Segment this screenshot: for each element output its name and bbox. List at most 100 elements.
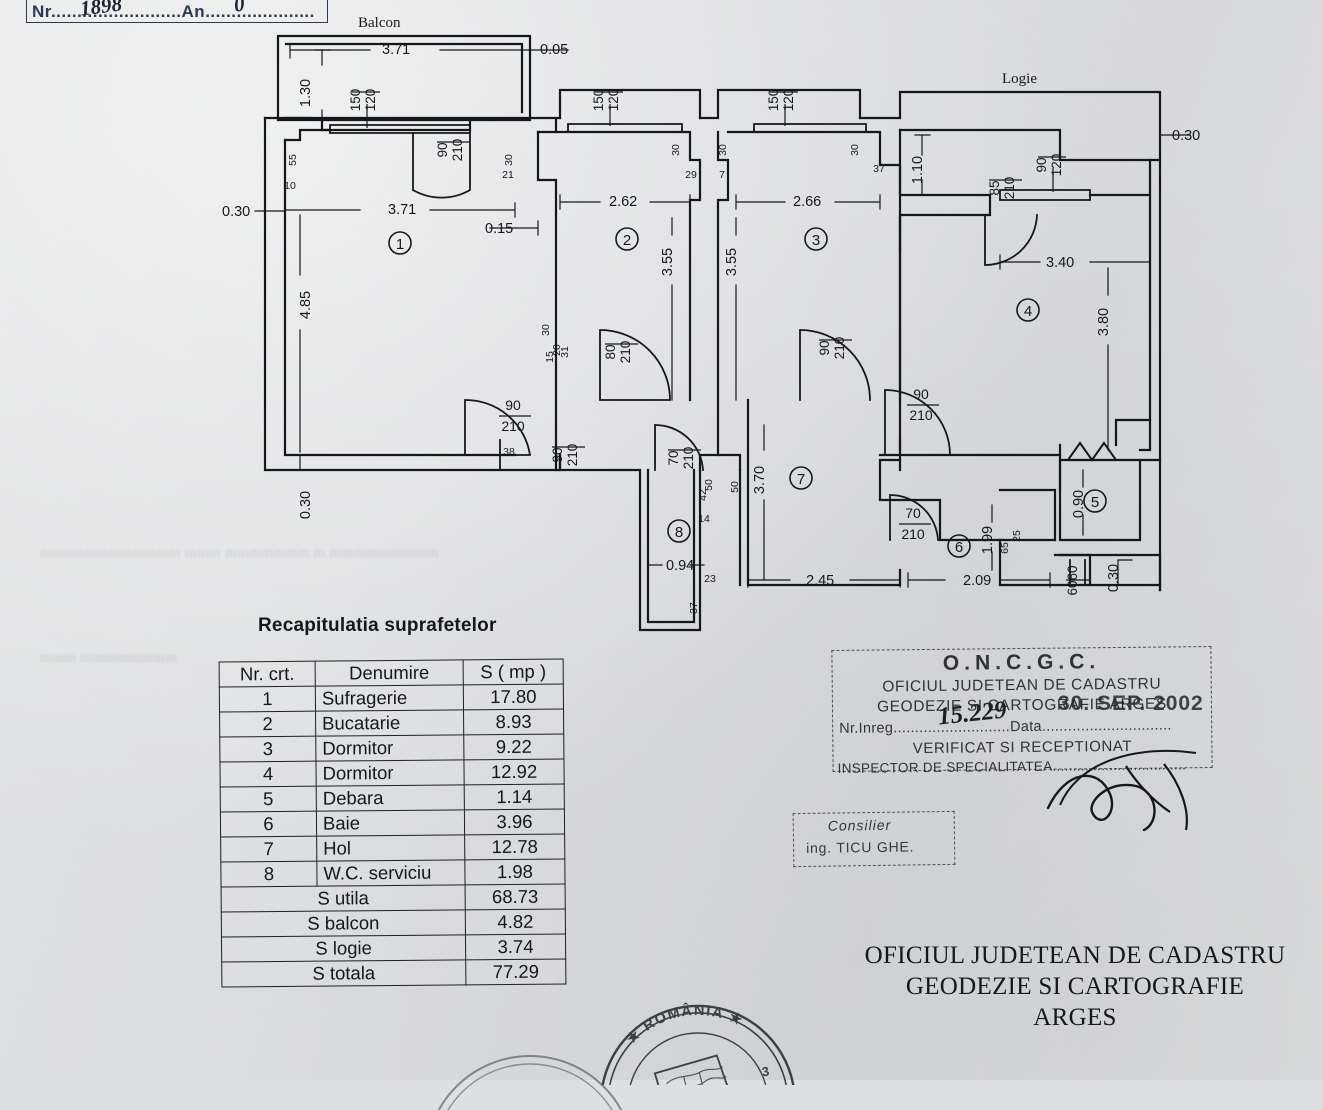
dim-room3-width: 2.66 (793, 194, 821, 210)
svg-text:210: 210 (1002, 177, 1017, 200)
label-balcon: Balcon (358, 15, 401, 31)
dim-room2-width: 2.62 (609, 194, 637, 210)
svg-text:4: 4 (1024, 303, 1032, 320)
door-swing-r4 (884, 389, 951, 456)
door-swing-logie (984, 214, 1038, 266)
wall-r2-left (536, 130, 558, 472)
signature (1046, 763, 1188, 832)
svg-text:10: 10 (284, 180, 296, 192)
svg-text:85: 85 (987, 180, 1002, 195)
door-swing-r8 (654, 424, 704, 471)
inner-wall-left (283, 138, 517, 457)
svg-text:2: 2 (623, 232, 631, 249)
dim-room1-height: 4.85 (298, 291, 314, 319)
wall-hall-7 (746, 398, 902, 587)
dim-room4-height: 3.80 (1096, 308, 1112, 336)
cell-name: Hol (316, 834, 465, 862)
svg-text:38: 38 (503, 446, 515, 458)
dim-room6-width: 2.09 (963, 573, 991, 589)
dim-wall-right-bottom: 0.30 (1106, 564, 1122, 592)
cell-nr: 3 (219, 736, 316, 763)
cell-name: W.C. serviciu (316, 859, 466, 887)
door-label-logie: 85 210 (987, 177, 1022, 200)
dim-wall-right-top: 0.30 (1172, 128, 1200, 144)
svg-text:21: 21 (502, 169, 514, 181)
door-swing-r3 (799, 329, 871, 401)
room5-outline (1058, 458, 1142, 542)
dim-room3-height: 3.55 (724, 248, 740, 276)
svg-text:90: 90 (435, 142, 450, 157)
col-header-name: Denumire (315, 659, 464, 687)
svg-text:6: 6 (955, 539, 963, 556)
svg-text:31: 31 (559, 346, 571, 358)
floor-plan-drawing: Balcon Logie 1 2 3 4 5 6 7 8 3.71 0.05 1… (222, 15, 1200, 632)
window-label-r4: 90 120 (1034, 154, 1066, 192)
svg-text:150: 150 (766, 89, 781, 112)
cell-nr: 7 (220, 836, 317, 862)
stamp-handwritten-date: 30. SEP. 2002 (1058, 692, 1204, 715)
cell-name: Baie (316, 809, 465, 837)
svg-text:3: 3 (812, 232, 820, 249)
svg-text:50: 50 (703, 479, 715, 491)
window-r2 (567, 123, 683, 133)
svg-text:42: 42 (697, 489, 709, 501)
round-seal-partial (437, 1055, 623, 1110)
cell-area: 3.96 (464, 808, 565, 835)
dim-room7-width: 2.45 (806, 573, 834, 589)
svg-text:7: 7 (719, 169, 725, 181)
dim-balcony-depth: 1.30 (298, 79, 314, 107)
svg-text:1: 1 (396, 236, 404, 253)
cell-total-area: 77.29 (465, 958, 566, 985)
wall-wc-8 (558, 453, 702, 632)
dim-room8-width: 0.94 (666, 558, 694, 574)
svg-text:210: 210 (901, 526, 925, 542)
recap-title: Recapitulatia suprafetelor (258, 615, 497, 636)
dim-room1-width: 3.71 (388, 202, 416, 218)
svg-text:150: 150 (591, 89, 606, 112)
cell-nr: 6 (220, 811, 317, 838)
cell-total-name: S balcon (221, 909, 466, 937)
svg-text:29: 29 (685, 169, 697, 181)
inner-wc-8 (646, 468, 696, 624)
door-swing-hall-left (464, 399, 532, 456)
cell-total-area: 68.73 (465, 883, 566, 910)
svg-text:60: 60 (1065, 565, 1080, 580)
door-swing-r6 (889, 494, 939, 541)
dim-room4-width: 3.40 (1046, 255, 1074, 271)
footer-line-2: GEODEZIE SI CARTOGRAFIE (905, 973, 1245, 1000)
cell-nr: 2 (219, 711, 316, 738)
cell-total-name: S logie (221, 934, 466, 962)
svg-text:50: 50 (729, 481, 741, 493)
folding-door-r5 (1066, 441, 1118, 462)
door-label-hall-left2: 90 210 (550, 444, 585, 466)
stamp-oncgc-title: O.N.C.G.C. (942, 650, 1101, 675)
cell-name: Dormitor (315, 759, 465, 787)
svg-text:60: 60 (1065, 580, 1080, 595)
svg-text:14: 14 (698, 513, 710, 525)
wall-6-right (998, 488, 1057, 542)
col-header-area: S ( mp ) (463, 659, 564, 685)
cell-area: 1.14 (464, 784, 565, 810)
stamp-consilier: Consilier ing. TICU GHE. (792, 810, 956, 868)
dim-wall-left-top: 0.30 (222, 204, 250, 220)
cell-total-area: 3.74 (465, 933, 566, 960)
svg-text:150: 150 (348, 89, 363, 112)
svg-text:30: 30 (670, 144, 682, 156)
cell-nr: 5 (220, 786, 317, 813)
svg-text:8: 8 (675, 524, 683, 541)
wall-r3-left (716, 130, 730, 457)
wall-6-top (878, 443, 1062, 457)
outer-wall-right (858, 90, 1162, 592)
cell-name: Debara (316, 784, 465, 812)
